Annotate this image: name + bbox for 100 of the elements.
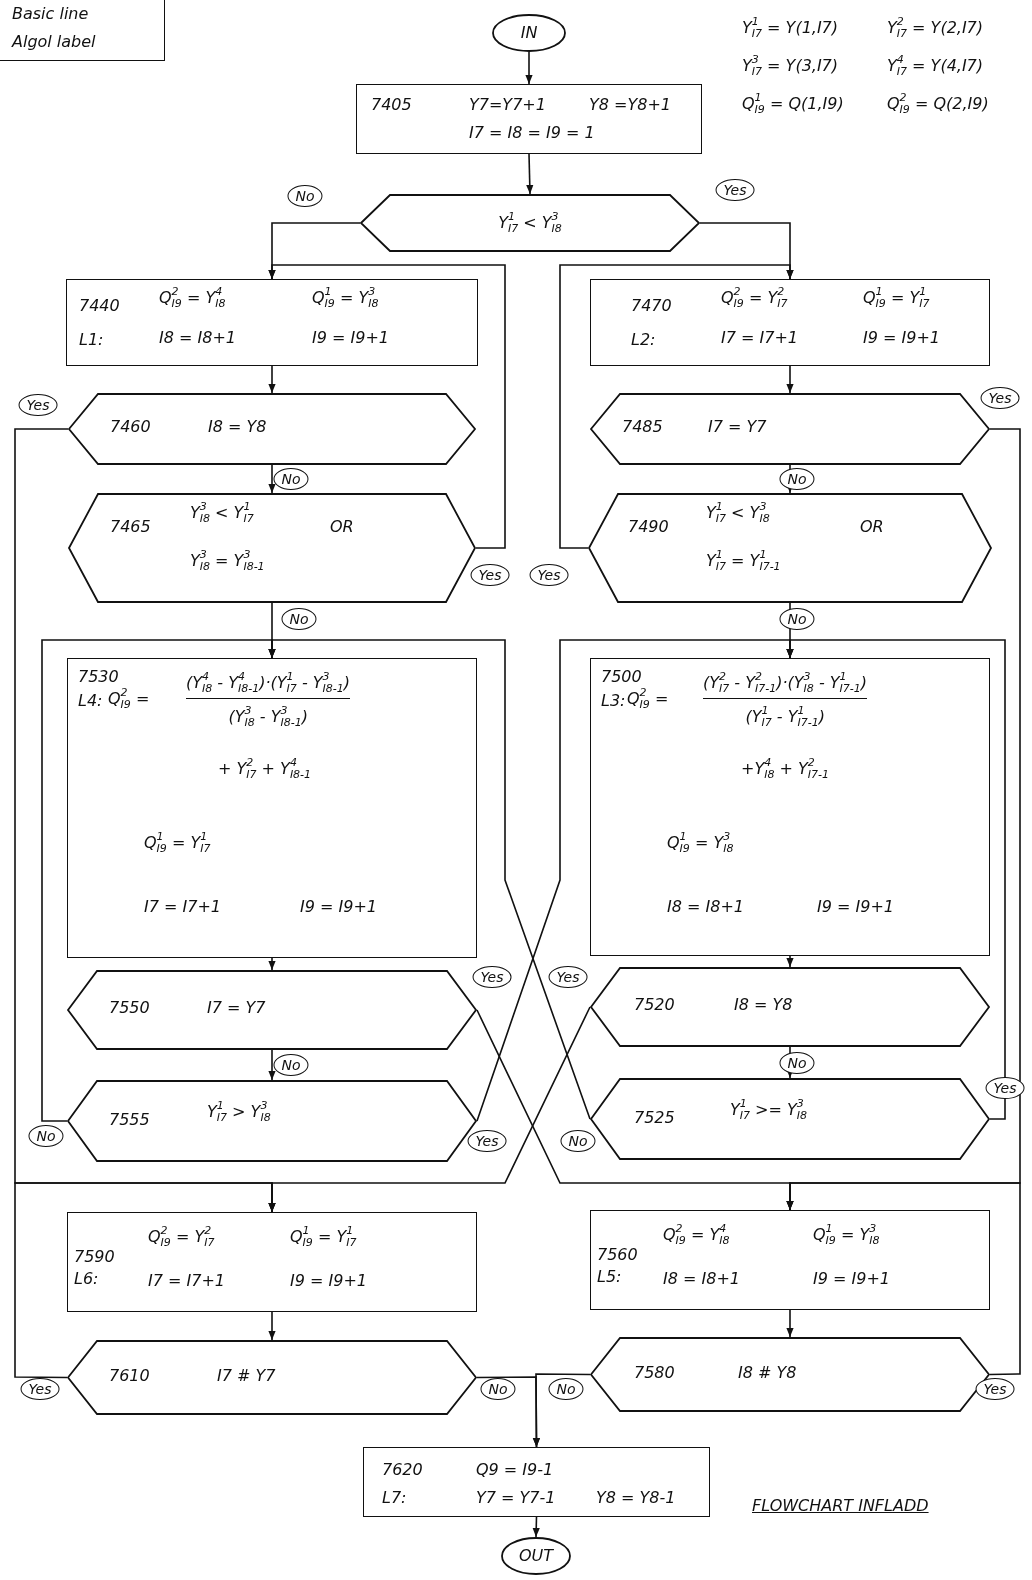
flow-arrow — [268, 1311, 276, 1341]
definition-text: Y$^{3}$$_{I7}$ = Y(3,I7) — [742, 54, 839, 78]
flow-arrow — [268, 639, 591, 1120]
flow-arrow — [268, 365, 276, 394]
definition-text: Y$^{4}$$_{I7}$ = Y(4,I7) — [887, 54, 984, 78]
flow-arrow — [268, 464, 276, 494]
flow-arrow — [525, 51, 533, 85]
flow-arrow — [532, 1373, 591, 1448]
line-number: 7500 — [601, 667, 642, 688]
decision-hexagon — [590, 393, 990, 465]
edge-label: Yes — [980, 387, 1020, 409]
flow-arrow — [786, 639, 1006, 1120]
edge-label: Yes — [715, 179, 755, 201]
algol-label: L3: — [601, 691, 626, 712]
algol-label: L7: — [382, 1488, 407, 1509]
line-number: 7590 — [74, 1247, 115, 1268]
process-box — [590, 1210, 990, 1310]
flow-arrow — [268, 264, 506, 549]
formula: I9 = I9+1 — [863, 328, 940, 349]
formula: I7 = I7+1 — [144, 897, 221, 918]
line-number: 7555 — [109, 1110, 150, 1131]
edge-label: Yes — [470, 564, 510, 586]
edge-label: No — [273, 1054, 309, 1076]
line-number: 7470 — [631, 296, 672, 317]
process-box — [67, 658, 477, 958]
note-text: Algol label — [12, 32, 96, 51]
flow-arrow — [786, 955, 794, 968]
terminal-label: OUT — [517, 1545, 555, 1567]
flow-arrow — [526, 153, 534, 195]
process-box — [66, 279, 478, 366]
decision-hexagon — [590, 967, 990, 1047]
process-box — [590, 279, 990, 366]
edge-label: Yes — [548, 966, 588, 988]
note-text: Basic line — [12, 4, 89, 23]
flow-arrow — [559, 264, 794, 549]
terminal-label: IN — [519, 22, 539, 44]
or-keyword: OR — [860, 517, 884, 538]
formula: Y8 =Y8+1 — [589, 95, 671, 116]
fraction-denominator: (Y$^{1}$$_{I7}$ - Y$^{1}$$_{I7-1}$) — [745, 707, 825, 728]
line-number: 7405 — [371, 95, 412, 116]
edge-label: No — [28, 1125, 64, 1147]
line-number: 7530 — [78, 667, 119, 688]
formula: Y7 = Y7-1 — [476, 1488, 556, 1509]
caption: FLOWCHART INFLADD — [752, 1496, 929, 1515]
definition-text: Y$^{1}$$_{I7}$ = Y(1,I7) — [742, 16, 839, 40]
flow-arrow — [14, 1182, 276, 1379]
edge-label: No — [560, 1130, 596, 1152]
edge-label: No — [480, 1378, 516, 1400]
formula: I9 = I9+1 — [817, 897, 894, 918]
formula: I8 # Y8 — [738, 1363, 797, 1384]
edge-label: Yes — [472, 966, 512, 988]
algol-label: L1: — [79, 330, 104, 351]
formula: I9 = I9+1 — [300, 897, 377, 918]
formula: I7 = I8 = I9 = 1 — [469, 123, 595, 144]
flow-arrow — [786, 1182, 1021, 1376]
edge-label: Yes — [529, 564, 569, 586]
line-number: 7525 — [634, 1108, 675, 1129]
algol-label: L6: — [74, 1269, 99, 1290]
flow-arrow — [268, 957, 276, 971]
edge-label: No — [273, 468, 309, 490]
formula: I8 = I8+1 — [663, 1269, 740, 1290]
flow-arrow — [532, 1516, 540, 1538]
process-box — [67, 1212, 477, 1312]
decision-hexagon — [67, 970, 477, 1050]
algol-label: L4: — [78, 691, 103, 712]
edge-label: No — [779, 608, 815, 630]
formula: I8 = I8+1 — [159, 328, 236, 349]
edge-label: Yes — [20, 1378, 60, 1400]
edge-label: No — [281, 608, 317, 630]
formula: Y8 = Y8-1 — [596, 1488, 676, 1509]
line-number: 7460 — [110, 417, 151, 438]
flow-arrow — [786, 365, 794, 394]
fraction-numerator: (Y$^{2}$$_{I7}$ - Y$^{2}$$_{I7-1}$)·(Y$^{3}$$_{I8}$ - Y$^{1}$$_{I7-1}$) — [703, 673, 867, 699]
line-number: 7485 — [622, 417, 663, 438]
formula: I9 = I9+1 — [813, 1269, 890, 1290]
decision-hexagon — [68, 393, 476, 465]
formula: I8 = Y8 — [208, 417, 267, 438]
formula: I8 = Y8 — [734, 995, 793, 1016]
edge-label: No — [779, 1052, 815, 1074]
algol-label: L5: — [597, 1267, 622, 1288]
formula: I7 = I7+1 — [148, 1271, 225, 1292]
line-number: 7440 — [79, 296, 120, 317]
edge-label: No — [548, 1378, 584, 1400]
edge-label: Yes — [467, 1130, 507, 1152]
line-number: 7580 — [634, 1363, 675, 1384]
formula: I8 = I8+1 — [667, 897, 744, 918]
formula: I7 = Y7 — [708, 417, 767, 438]
decision-hexagon — [590, 1078, 990, 1160]
formula: I7 = I7+1 — [721, 328, 798, 349]
formula: I7 # Y7 — [217, 1366, 276, 1387]
fraction-denominator: (Y$^{3}$$_{I8}$ - Y$^{3}$$_{I8-1}$) — [228, 707, 308, 728]
formula: Q$^{2}$$_{I9}$ = — [108, 689, 150, 710]
edge-label: Yes — [975, 1378, 1015, 1400]
fraction-numerator: (Y$^{4}$$_{I8}$ - Y$^{4}$$_{I8-1}$)·(Y$^{1}$$_{I7}$ - Y$^{3}$$_{I8-1}$) — [186, 673, 350, 699]
process-box — [356, 84, 702, 154]
decision-hexagon — [67, 1080, 477, 1162]
formula: Q$^{2}$$_{I9}$ = — [627, 689, 669, 710]
definition-text: Q$^{2}$$_{I9}$ = Q(2,I9) — [887, 92, 989, 116]
formula: I7 = Y7 — [207, 998, 266, 1019]
formula: I9 = I9+1 — [312, 328, 389, 349]
